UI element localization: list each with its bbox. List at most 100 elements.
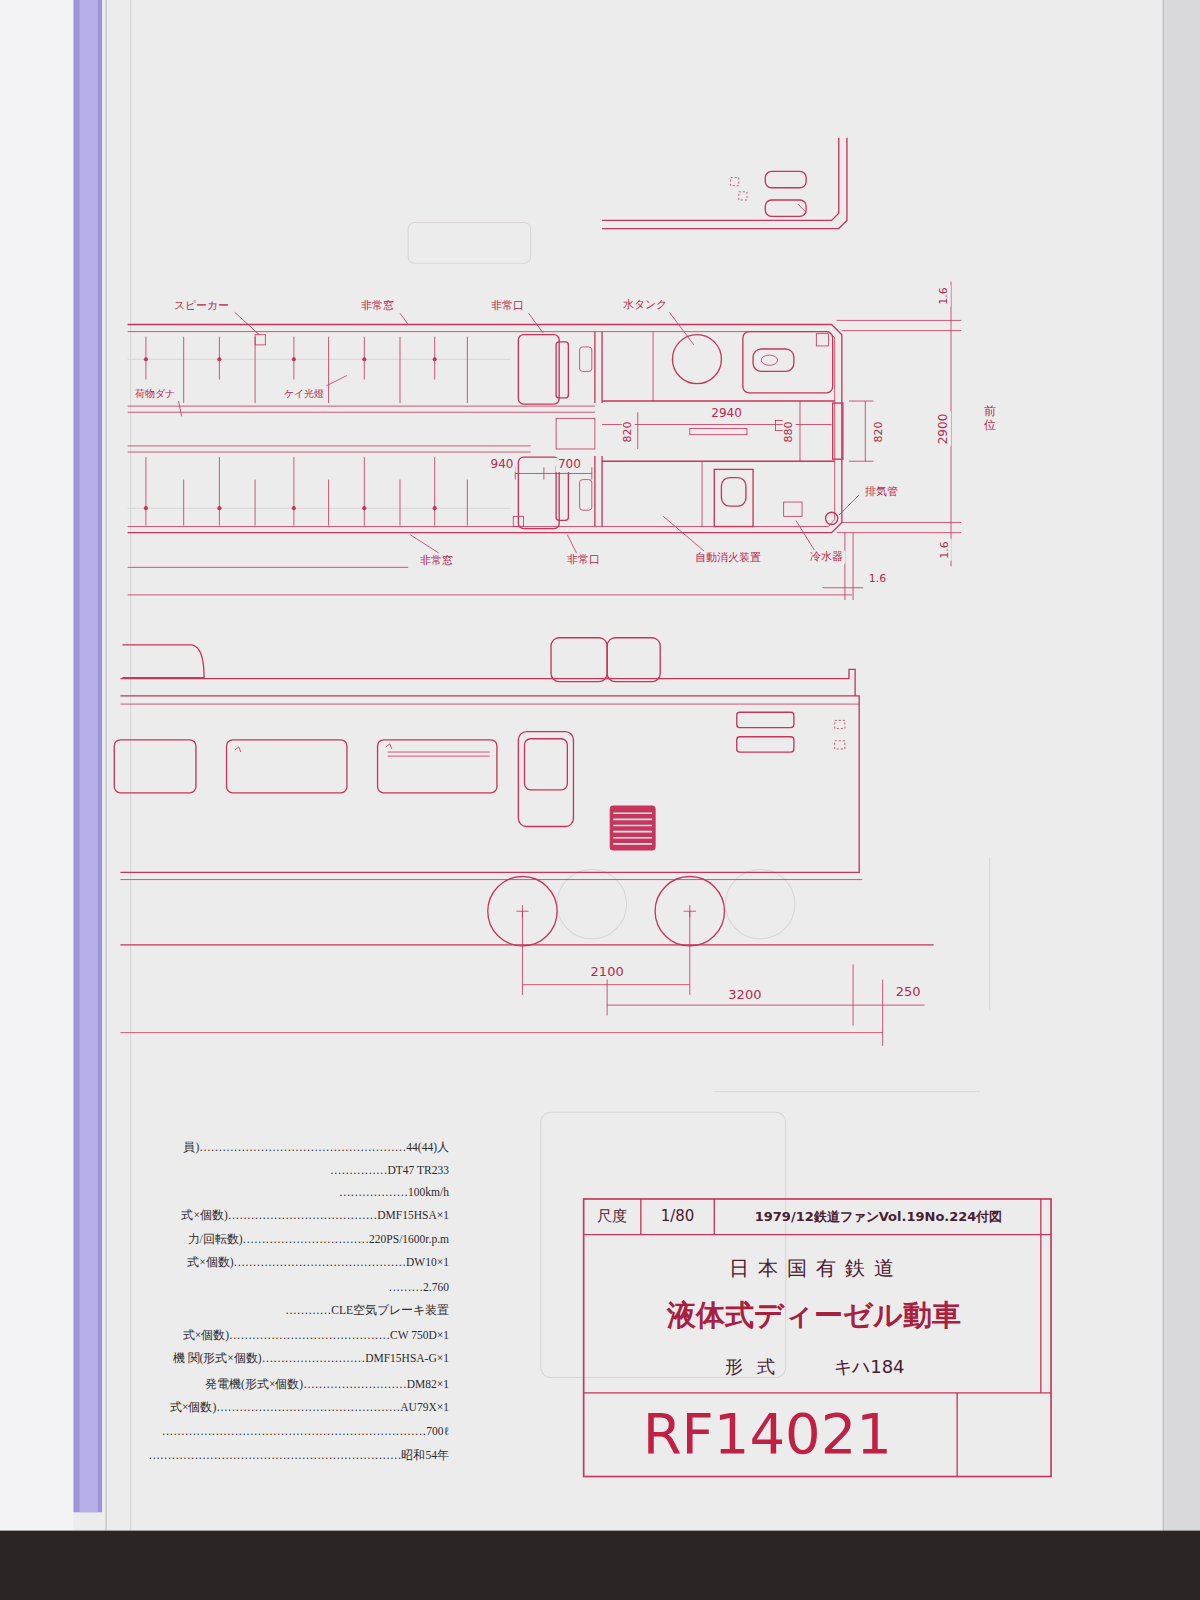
show-through bbox=[408, 222, 990, 1377]
title-cell: 1/80 bbox=[661, 1209, 695, 1226]
plan-view bbox=[128, 412, 595, 413]
side-elevation bbox=[613, 843, 652, 845]
side-elevation bbox=[388, 752, 490, 753]
dimension: 820 bbox=[621, 419, 634, 444]
page-ground bbox=[105, 0, 107, 1531]
title-cell: 1979/12鉄道ファンVol.19No.224付図 bbox=[755, 1210, 1003, 1225]
side-elevation bbox=[120, 879, 862, 880]
plan-view bbox=[219, 457, 220, 525]
plan-view bbox=[399, 480, 400, 526]
plan-view bbox=[144, 357, 148, 361]
plan-view bbox=[580, 480, 592, 511]
plan-view bbox=[663, 516, 704, 551]
dimension: 940 bbox=[489, 458, 516, 472]
side-elevation bbox=[737, 712, 794, 727]
upper-fragment bbox=[602, 138, 847, 229]
plan-view bbox=[601, 456, 602, 526]
plan-view bbox=[179, 401, 182, 416]
upper-fragment bbox=[798, 204, 806, 212]
plan-view bbox=[183, 337, 184, 403]
plan-view bbox=[672, 335, 721, 384]
plan-view bbox=[144, 357, 437, 510]
spec-line: 機 関(形式×個数)………………………DMF15HSA-G×1 bbox=[173, 1353, 449, 1366]
dimension: 2100 bbox=[589, 965, 626, 980]
plan-view bbox=[399, 337, 400, 403]
side-elevation bbox=[518, 732, 573, 827]
side-elevation bbox=[882, 980, 883, 1046]
part-label: 非常口 bbox=[565, 554, 602, 567]
title-block bbox=[584, 1234, 1051, 1235]
side-elevation bbox=[122, 645, 204, 678]
upper-fragment bbox=[739, 192, 747, 200]
plan-view bbox=[567, 535, 576, 553]
plan-view bbox=[255, 337, 256, 403]
title-cell: キハ184 bbox=[834, 1357, 904, 1378]
plan-view bbox=[362, 506, 366, 510]
side-elevation bbox=[607, 638, 660, 682]
plan-view bbox=[702, 461, 703, 526]
part-label: 非常窓 bbox=[418, 555, 455, 568]
dimension: 1.6 bbox=[938, 285, 951, 307]
plan-view bbox=[292, 506, 296, 510]
plan-view bbox=[602, 424, 832, 425]
plan-view bbox=[144, 506, 148, 510]
plan-view bbox=[591, 467, 592, 479]
plan-view bbox=[128, 406, 595, 407]
plan-view bbox=[128, 332, 835, 527]
upper-fragment bbox=[765, 171, 806, 187]
spec-line: ………2.760 bbox=[389, 1281, 449, 1294]
plan-view bbox=[637, 412, 638, 449]
side-elevation bbox=[613, 813, 652, 844]
spec-line: 式×個数)…………………………………………AU79X×1 bbox=[170, 1402, 449, 1415]
plan-view bbox=[292, 357, 296, 361]
plan-view bbox=[128, 282, 962, 600]
upper-fragment bbox=[602, 138, 847, 229]
side-elevation bbox=[835, 741, 845, 749]
dimension: 700 bbox=[556, 458, 583, 472]
side-elevation bbox=[378, 740, 497, 793]
spec-line: 式×個数)……………………………………CW 750D×1 bbox=[183, 1329, 449, 1342]
spec-line: 発電機(形式×個数)………………………DM82×1 bbox=[205, 1378, 449, 1391]
plan-view bbox=[467, 480, 468, 526]
page-ground bbox=[0, 1531, 1200, 1600]
plan-view bbox=[128, 452, 531, 453]
plan-view bbox=[853, 533, 854, 600]
plan-view bbox=[761, 355, 777, 365]
dimension: 820 bbox=[872, 419, 885, 444]
plan-view bbox=[410, 535, 439, 553]
plan-view bbox=[128, 359, 511, 360]
show-through bbox=[541, 1112, 786, 1377]
plan-view bbox=[433, 357, 437, 361]
upper-fragment bbox=[765, 200, 806, 216]
side-elevation bbox=[120, 944, 933, 945]
part-label: 自動消火装置 bbox=[693, 552, 763, 565]
spec-line: 式×個数)………………………………………DW10×1 bbox=[187, 1257, 449, 1270]
plan-view bbox=[328, 337, 329, 403]
plan-view bbox=[799, 401, 800, 461]
plan-view bbox=[714, 469, 753, 526]
part-label: 荷物ダナ bbox=[133, 388, 177, 400]
plan-view bbox=[844, 533, 845, 600]
part-label: 排気管 bbox=[863, 486, 900, 499]
plan-view bbox=[128, 508, 511, 509]
drawing-number: RF14021 bbox=[643, 1401, 892, 1465]
plan-view bbox=[784, 502, 802, 516]
show-through bbox=[408, 222, 530, 263]
plan-view bbox=[235, 312, 259, 334]
plan-view bbox=[146, 337, 467, 526]
dimension: 250 bbox=[894, 984, 923, 999]
plan-view bbox=[518, 457, 559, 528]
plan-view bbox=[721, 478, 745, 507]
spec-line: …………CLE空気ブレーキ装置 bbox=[285, 1305, 449, 1318]
part-label: ケイ光燈 bbox=[282, 388, 326, 400]
dimension: 2940 bbox=[709, 407, 744, 421]
side-elevation bbox=[120, 1032, 882, 1033]
part-label: 非常口 bbox=[489, 300, 526, 313]
spec-line: …………………………………………………………昭和54年 bbox=[148, 1450, 449, 1463]
side-elevation bbox=[524, 739, 567, 790]
title-cell: 日本国有鉄道 bbox=[729, 1257, 903, 1280]
dimension: 1.6 bbox=[867, 572, 889, 585]
title-block bbox=[584, 1199, 1051, 1477]
plan-view bbox=[580, 347, 592, 371]
